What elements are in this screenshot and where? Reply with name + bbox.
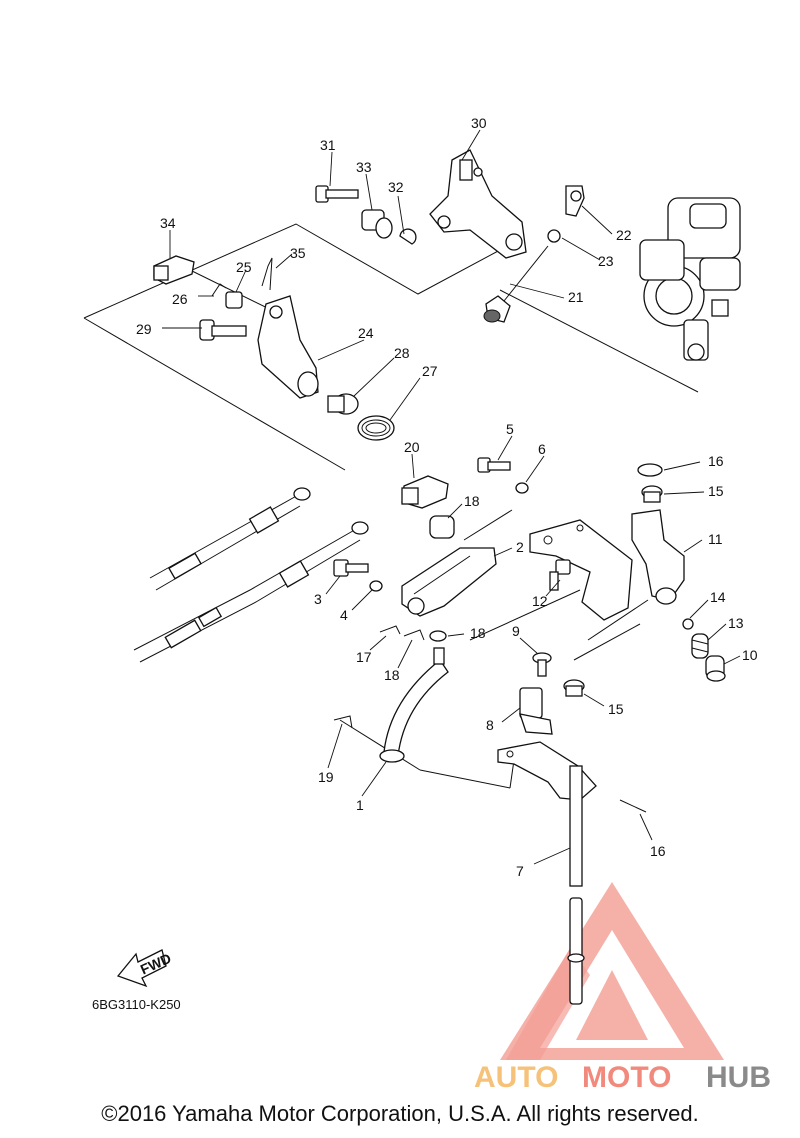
part-label-18a: 17 — [356, 649, 372, 665]
part-label-10: 10 — [742, 647, 758, 663]
part-label-20: 18 — [470, 625, 486, 641]
part-12-bracket-plate — [529, 519, 633, 621]
part-label-19: 18 — [464, 493, 480, 509]
part-label-18b: 18 — [384, 667, 400, 683]
part-36-joint — [153, 255, 195, 285]
part-1-arc-lever — [379, 647, 449, 763]
part-26-lever — [257, 295, 319, 399]
part-5-bolt — [477, 457, 511, 473]
part-label-33: 31 — [320, 137, 336, 153]
part-label-25: 23 — [598, 253, 614, 269]
part-22-joint — [401, 475, 449, 509]
part-label-22: 20 — [404, 439, 420, 455]
part-label-7: 7 — [516, 863, 524, 879]
part-2-lever — [401, 547, 497, 617]
part-label-4: 4 — [340, 607, 348, 623]
part-label-34: 32 — [388, 179, 404, 195]
part-15-bushing-lower — [563, 679, 585, 697]
throttle-body — [639, 197, 741, 361]
part-label-27: 25 — [236, 259, 252, 275]
part-label-11: 11 — [708, 531, 723, 547]
part-25-nut — [547, 229, 561, 243]
part-4-washer — [369, 580, 383, 592]
watermark-moto: MOTO — [582, 1061, 671, 1094]
part-label-21: 19 — [318, 769, 334, 785]
part-23-rod — [483, 245, 549, 323]
watermark-auto: AUTO — [474, 1061, 558, 1094]
part-label-12: 12 — [532, 593, 548, 609]
part-label-14: 14 — [710, 589, 726, 605]
watermark-triangle-left — [506, 948, 590, 1060]
part-label-37: 35 — [290, 245, 306, 261]
part-17-pin — [619, 799, 647, 813]
part-label-8: 8 — [486, 717, 494, 733]
part-label-24: 22 — [616, 227, 632, 243]
part-label-15-lower: 15 — [608, 701, 624, 717]
part-label-29: 27 — [422, 363, 438, 379]
fwd-arrow-icon: FWD — [116, 949, 174, 988]
part-label-5: 5 — [506, 421, 514, 437]
part-label-13: 13 — [728, 615, 744, 631]
part-28-pin — [211, 283, 227, 297]
part-37-pin — [261, 257, 273, 291]
part-8-bracket — [519, 687, 553, 735]
part-29-spring — [357, 415, 395, 441]
part-24-link — [565, 185, 585, 217]
part-label-1: 1 — [356, 797, 364, 813]
part-label-3: 3 — [314, 591, 322, 607]
part-label-30: 28 — [394, 345, 410, 361]
watermark-logo — [500, 882, 724, 1060]
part-14-ball — [682, 618, 694, 630]
part-label-6: 6 — [538, 441, 546, 457]
part-19-collar — [429, 515, 455, 539]
part-label-36: 34 — [160, 215, 176, 231]
part-label-17: 16 — [650, 843, 666, 859]
callout-leaders — [162, 129, 741, 865]
part-7-shift-rod — [567, 765, 585, 1005]
part-6-washer — [515, 482, 529, 494]
part-10-plug — [705, 655, 726, 682]
part-number-labels: 30 31 33 32 34 35 25 26 29 24 28 27 22 2… — [136, 115, 758, 879]
part-12-bolt — [549, 559, 571, 591]
part-32-bracket — [429, 149, 527, 259]
part-31-bolt — [199, 319, 247, 341]
part-label-35: 33 — [356, 159, 372, 175]
part-3-bolt — [333, 559, 369, 577]
part-35-collar — [361, 209, 393, 239]
part-label-15-top: 15 — [708, 483, 724, 499]
fwd-label: FWD — [138, 950, 174, 978]
part-label-28: 26 — [172, 291, 188, 307]
part-label-16: 16 — [708, 453, 724, 469]
part-27-collar — [225, 291, 243, 309]
drawing-code: 6BG3110-K250 — [92, 997, 181, 1012]
watermark-hub: HUB — [706, 1061, 771, 1094]
part-30-collar — [327, 393, 359, 415]
watermark-text: AUTO MOTO HUB — [474, 1061, 771, 1094]
part-label-23: 21 — [568, 289, 584, 305]
assembly-outline-lines — [83, 223, 699, 789]
part-label-32: 30 — [471, 115, 487, 131]
part-label-26: 24 — [358, 325, 374, 341]
throttle-cables — [133, 487, 369, 663]
part-20-washer — [429, 630, 447, 642]
part-15-bushing-top — [641, 485, 663, 503]
part-34-clip — [399, 228, 417, 245]
watermark-triangle-core — [576, 970, 648, 1040]
part-label-9: 9 — [512, 623, 520, 639]
copyright-notice: ©2016 Yamaha Motor Corporation, U.S.A. A… — [101, 1101, 699, 1126]
part-9-bolt — [532, 652, 552, 677]
part-18-pin-b — [403, 629, 425, 641]
part-11-lever — [631, 509, 685, 605]
part-33-bolt — [315, 185, 359, 203]
part-label-31: 29 — [136, 321, 152, 337]
part-label-2: 2 — [516, 539, 524, 555]
part-16-washer — [637, 463, 663, 477]
part-13-spring — [691, 633, 709, 659]
part-21-pin — [333, 715, 353, 729]
part-18-pin-a — [379, 625, 401, 635]
